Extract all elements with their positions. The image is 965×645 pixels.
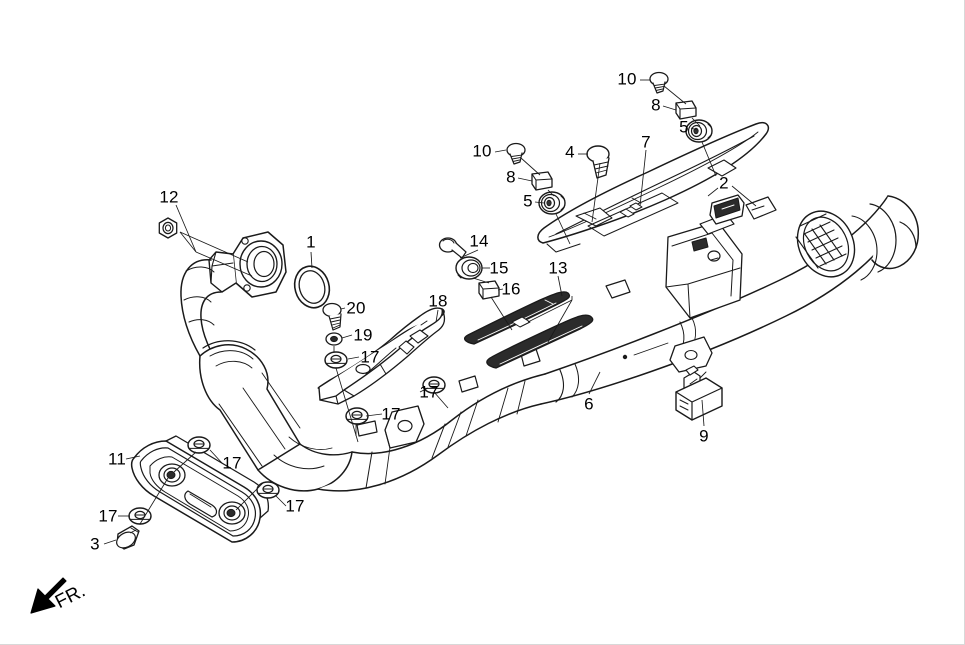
callout-1: 1 (306, 232, 316, 252)
upper-heat-shield-7 (537, 122, 770, 253)
callout-12: 12 (159, 187, 179, 207)
muffler-body (540, 195, 920, 405)
leader-lines (103, 79, 757, 545)
callout-11: 11 (107, 449, 127, 469)
callout-10-upper: 10 (617, 69, 637, 89)
fastener-17-c (345, 407, 369, 425)
fastener-16-collar (478, 280, 500, 300)
fastener-17-f (128, 507, 152, 525)
fastener-10-a (649, 71, 669, 94)
callout-7: 7 (641, 132, 651, 152)
callout-14: 14 (469, 231, 489, 251)
fastener-17-d (187, 436, 211, 454)
lower-heat-shield-11 (130, 435, 270, 543)
callout-13: 13 (548, 258, 568, 278)
callout-3: 3 (90, 534, 100, 554)
muffler-side-shield (665, 213, 743, 319)
callout-18: 18 (428, 291, 448, 311)
callout-8-lower: 8 (506, 167, 516, 187)
fastener-5-a (685, 119, 713, 143)
callout-5-lower: 5 (523, 191, 533, 211)
fastener-14-pin (438, 237, 467, 259)
callout-17-f: 17 (98, 506, 118, 526)
callout-17-e: 17 (285, 496, 305, 516)
callout-8-upper: 8 (651, 95, 661, 115)
pipe-heat-shield-13-lower (486, 314, 594, 369)
fr-arrow-icon (30, 577, 67, 614)
fastener-8-b (531, 171, 553, 191)
oxygen-sensor-9 (675, 365, 723, 421)
pipe-heat-shield-13 (464, 291, 571, 345)
fastener-17-e (256, 481, 280, 499)
callout-5-upper: 5 (679, 117, 689, 137)
fastener-10-b (506, 142, 526, 165)
front-pipe-heat-shield-18 (317, 307, 446, 405)
callout-17-a: 17 (360, 347, 380, 367)
fastener-17-a (324, 351, 348, 369)
catalyst-chamber (198, 340, 353, 492)
callout-15: 15 (489, 258, 509, 278)
exhaust-gasket-oring-1 (293, 265, 331, 309)
callout-9: 9 (699, 426, 709, 446)
callout-6: 6 (584, 394, 594, 414)
fastener-12-nut (158, 217, 178, 239)
mid-exhaust-pipe (317, 348, 546, 492)
fastener-4-bolt (586, 145, 610, 179)
fastener-15-bush (455, 256, 483, 280)
shield-clip-2 (709, 194, 745, 225)
callout-17-b: 17 (419, 382, 439, 402)
callout-17-d: 17 (222, 453, 242, 473)
header-downpipe (180, 259, 222, 365)
muffler-mount-lugs (605, 196, 777, 373)
callout-10-lower: 10 (472, 141, 492, 161)
callout-2: 2 (719, 173, 729, 193)
header-pipe-flange (208, 231, 287, 298)
callout-16: 16 (501, 279, 521, 299)
callout-4: 4 (565, 142, 575, 162)
callout-17-c: 17 (381, 404, 401, 424)
fastener-20-screw (322, 302, 342, 331)
fastener-3-bolt (116, 525, 140, 550)
fastener-19-washer (325, 332, 343, 346)
callout-19: 19 (353, 325, 373, 345)
callout-20: 20 (346, 298, 366, 318)
